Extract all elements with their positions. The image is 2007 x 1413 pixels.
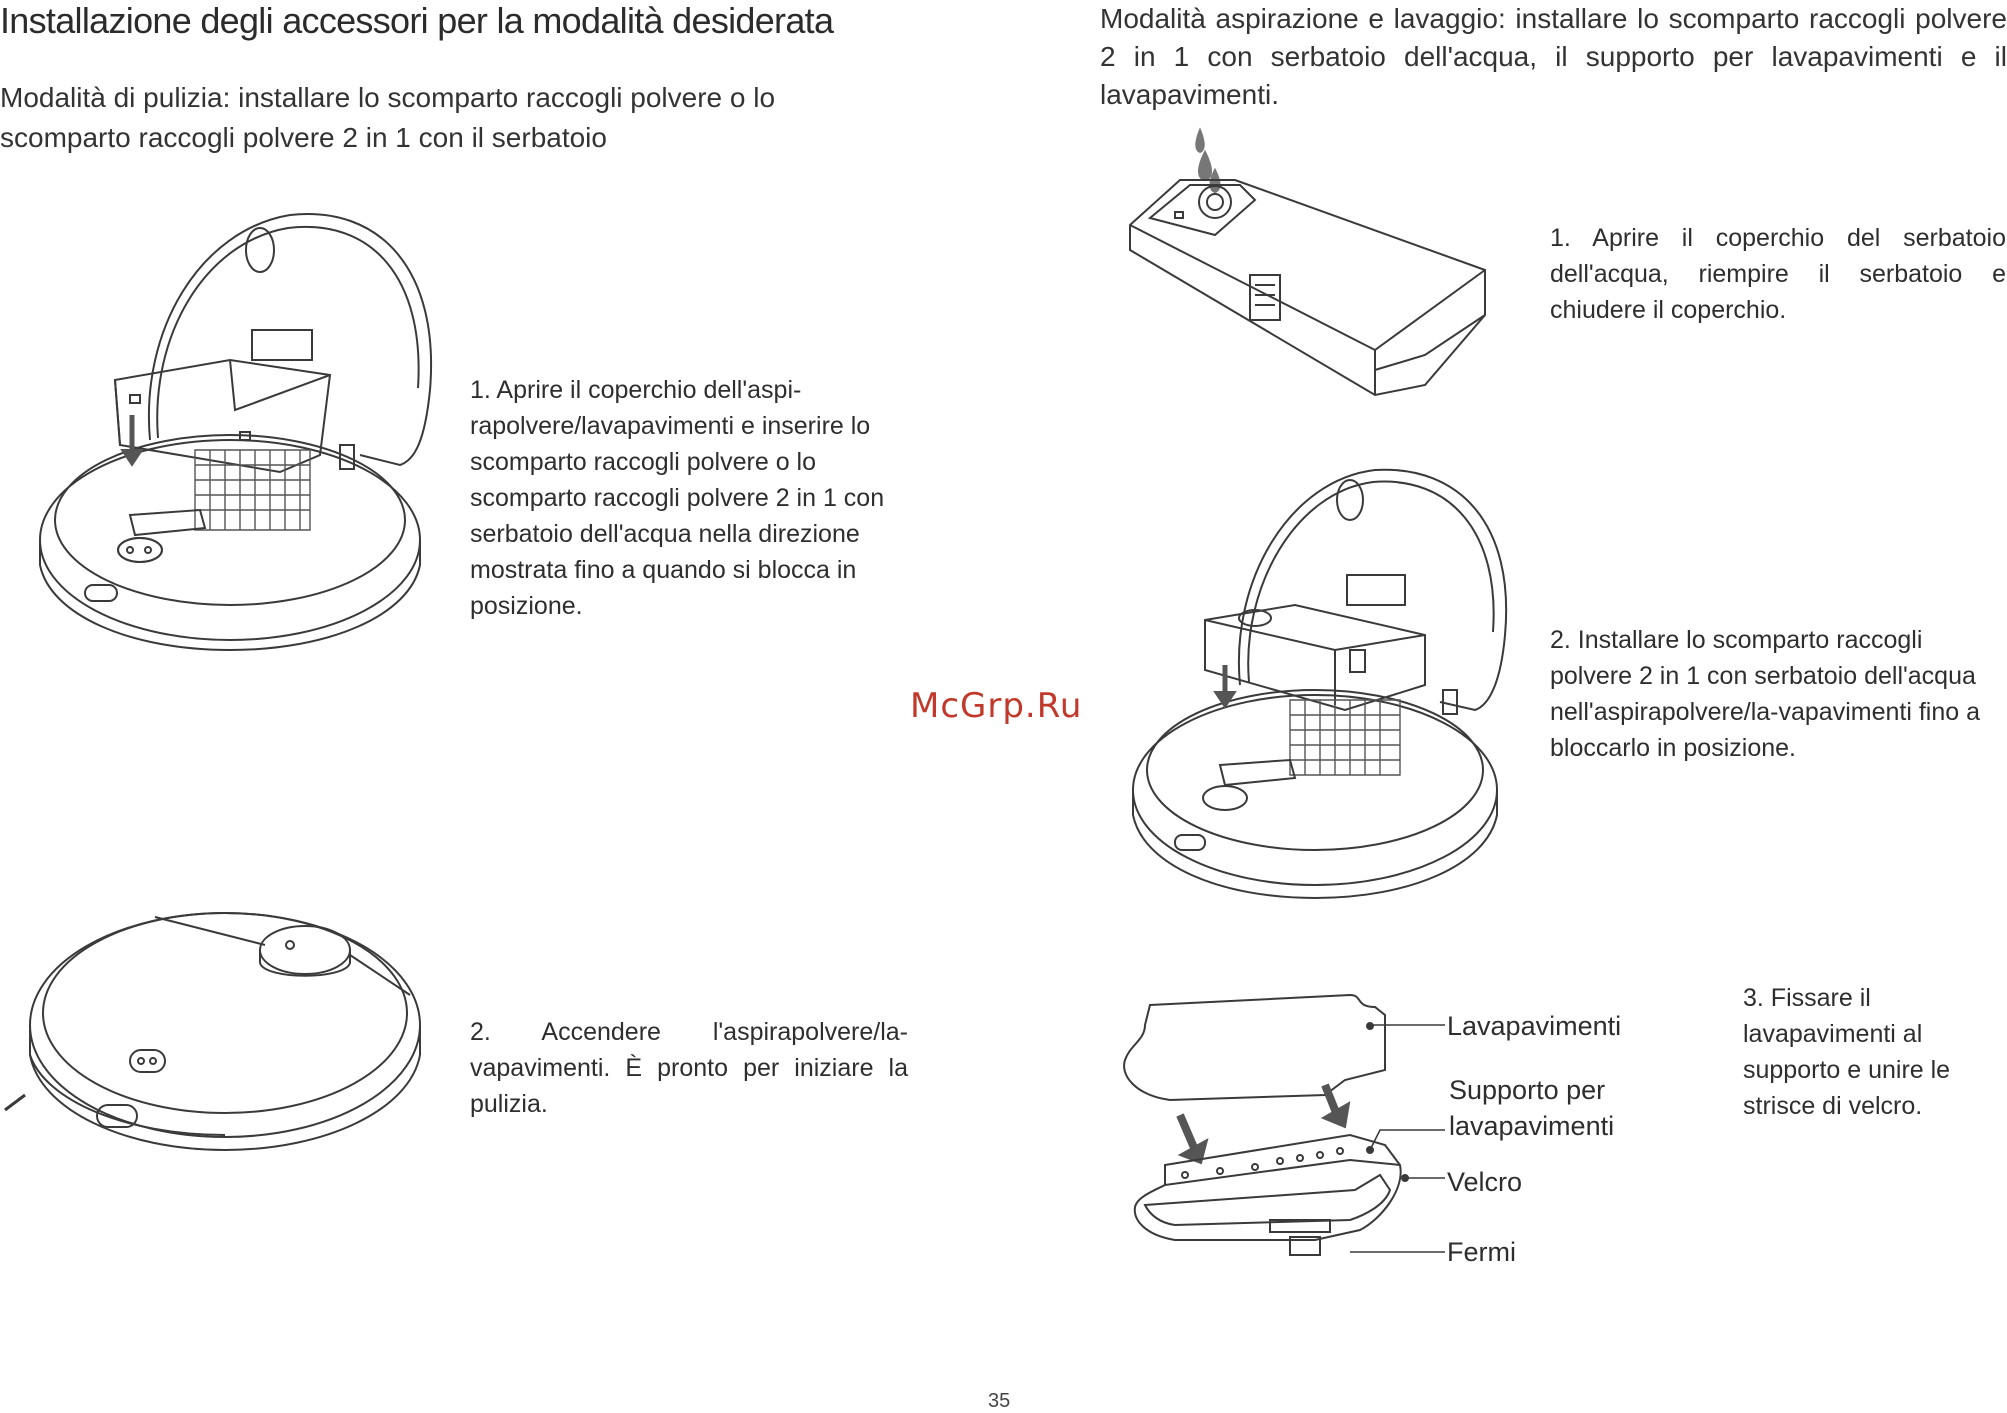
left-intro: Modalità di pulizia: installare lo scomp…	[0, 82, 776, 153]
watermark: McGrp.Ru	[910, 686, 1083, 726]
right-step-3: 3. Fissare il lavapavimenti al supporto …	[1743, 984, 1951, 1120]
left-step-2: 2. Accendere l'aspirapolvere/la-vapavime…	[470, 1018, 908, 1118]
callout-velcro: Velcro	[1447, 1167, 1523, 1197]
callout-clips: Fermi	[1447, 1237, 1516, 1267]
robot-closed-illustration	[25, 905, 425, 1175]
right-step-2: 2. Installare lo scomparto raccogli polv…	[1550, 626, 1981, 762]
robot-2in1-tank-illustration	[1125, 470, 1505, 900]
callout-mop: Lavapavimenti	[1447, 1011, 1622, 1041]
page-number: 35	[988, 1390, 1011, 1412]
right-intro: Modalità aspirazione e lavaggio: install…	[1100, 3, 2007, 110]
left-step-1: 1. Aprire il coperchio dell'aspi-rapolve…	[470, 376, 885, 620]
water-tank-illustration	[1125, 130, 1485, 410]
page-title: Installazione degli accessori per la mod…	[0, 0, 834, 41]
callout-mount: Supporto per lavapavimenti	[1449, 1075, 1615, 1141]
callout-leader-lines	[1360, 1020, 1460, 1260]
mop-mount-illustration	[1115, 985, 1435, 1275]
right-step-1: 1. Aprire il coperchio del serbatoio del…	[1550, 224, 2006, 324]
robot-open-lid-illustration	[30, 210, 430, 650]
